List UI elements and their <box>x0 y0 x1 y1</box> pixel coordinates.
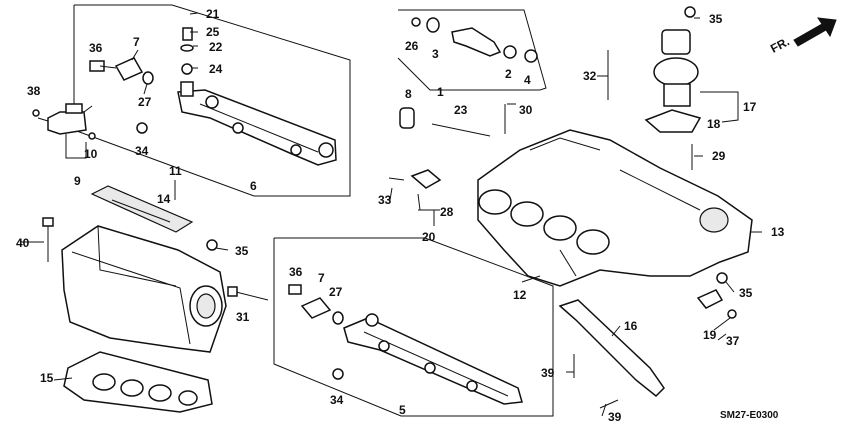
callout-40: 40 <box>16 236 30 250</box>
callout-4: 4 <box>524 73 531 87</box>
intake-manifold-group <box>388 50 753 319</box>
callout-24: 24 <box>209 62 223 76</box>
callout-35-egr: 35 <box>709 12 723 26</box>
callout-34-upper: 34 <box>135 144 149 158</box>
intake-chamber-group <box>42 185 269 413</box>
callout-39-upper: 39 <box>541 366 555 380</box>
leader-lines <box>20 12 762 417</box>
callout-5: 5 <box>399 403 406 417</box>
idle-valve-group <box>32 103 96 159</box>
callout-32: 32 <box>583 69 597 83</box>
callout-9: 9 <box>74 174 81 188</box>
callout-38: 38 <box>27 84 41 98</box>
callout-25: 25 <box>206 25 220 39</box>
callout-20: 20 <box>422 230 436 244</box>
callout-26: 26 <box>405 39 419 53</box>
callout-30: 30 <box>519 103 533 117</box>
callout-23: 23 <box>454 103 468 117</box>
callout-29: 29 <box>712 149 726 163</box>
callout-31: 31 <box>236 310 250 324</box>
callout-14: 14 <box>157 192 171 206</box>
callout-7-lower: 7 <box>318 271 325 285</box>
callout-18: 18 <box>707 117 721 131</box>
callout-35-chamber: 35 <box>235 244 249 258</box>
callout-3: 3 <box>432 47 439 61</box>
callout-16: 16 <box>624 319 638 333</box>
callout-27-upper: 27 <box>138 95 152 109</box>
callout-37: 37 <box>726 334 740 348</box>
stay-bracket-group <box>558 299 665 409</box>
callout-6: 6 <box>250 179 257 193</box>
callout-21: 21 <box>206 7 220 21</box>
callout-2: 2 <box>505 67 512 81</box>
upper-fuel-rail-group <box>73 4 351 197</box>
callouts: 1 2 3 4 5 6 7 7 8 9 10 11 12 13 14 15 16… <box>16 7 792 424</box>
callout-12: 12 <box>513 288 527 302</box>
callout-7-upper: 7 <box>133 35 140 49</box>
callout-27-lower: 27 <box>329 285 343 299</box>
callout-35-manifold: 35 <box>739 286 753 300</box>
direction-label: FR. <box>768 34 792 55</box>
callout-39-lower: 39 <box>608 410 622 424</box>
callout-15: 15 <box>40 371 54 385</box>
callout-22: 22 <box>209 40 223 54</box>
callout-8: 8 <box>405 87 412 101</box>
callout-19: 19 <box>703 328 717 342</box>
callout-17: 17 <box>743 100 757 114</box>
callout-33: 33 <box>378 193 392 207</box>
callout-11: 11 <box>169 164 182 178</box>
callout-36-lower: 36 <box>289 265 303 279</box>
injector-group <box>397 9 547 91</box>
callout-28: 28 <box>440 205 454 219</box>
callout-36-upper: 36 <box>89 41 103 55</box>
callout-13: 13 <box>771 225 785 239</box>
diagram-code: SM27-E0300 <box>720 410 779 421</box>
callout-34-lower: 34 <box>330 393 344 407</box>
egr-valve-group <box>644 6 739 133</box>
lower-fuel-rail-group <box>273 237 554 417</box>
callout-1: 1 <box>437 85 444 99</box>
callout-10: 10 <box>84 147 98 161</box>
front-direction-arrow <box>793 17 837 47</box>
